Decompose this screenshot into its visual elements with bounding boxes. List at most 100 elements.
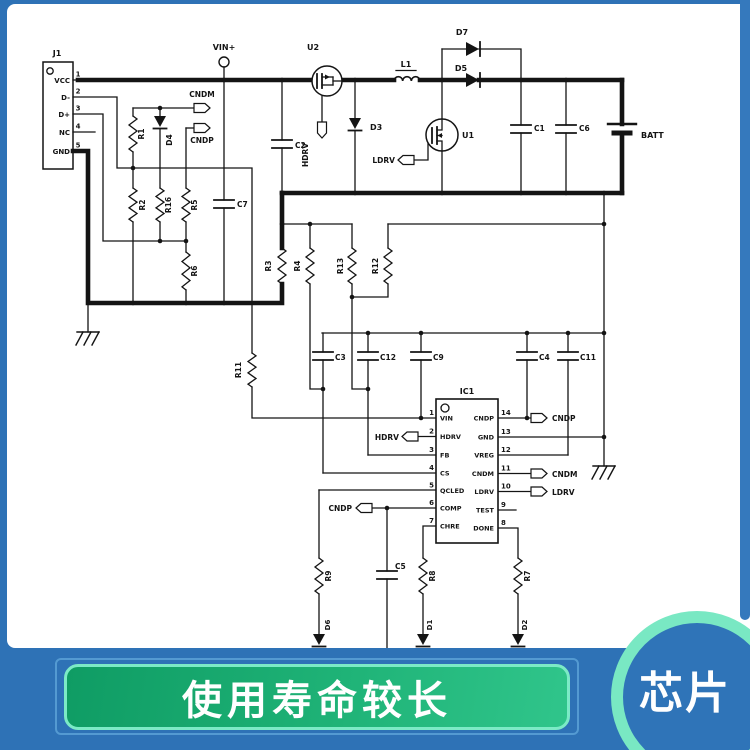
junction-dot <box>439 77 445 83</box>
resistor-symbol <box>304 247 316 285</box>
label-cndp: CNDP <box>190 136 214 145</box>
junction-dot <box>183 300 189 306</box>
label-name: LDRV <box>474 488 494 496</box>
junction-dot <box>601 190 607 196</box>
label-n: 11 <box>501 465 511 473</box>
label-n: 12 <box>501 446 511 454</box>
junction-dot <box>157 105 163 111</box>
resistor-symbol <box>276 247 288 285</box>
chip-badge: 芯片 <box>611 611 750 750</box>
diode-icon <box>417 634 429 645</box>
label-r9: R9 <box>324 571 333 582</box>
label-n: 3 <box>76 105 81 113</box>
label-hdrv: HDRV <box>301 143 310 167</box>
label-ref: J1 <box>52 49 62 58</box>
resistor-symbol <box>180 187 192 223</box>
label-ldrv: LDRV <box>552 488 575 497</box>
net-flag-icon <box>193 102 211 114</box>
banner-panel <box>55 658 579 735</box>
label-name: CNDP <box>474 414 495 422</box>
junction-dot <box>524 330 530 336</box>
label-c12: C12 <box>380 353 396 362</box>
ground-icon <box>83 331 92 346</box>
label-n: 5 <box>429 482 434 490</box>
label-d6: D6 <box>324 620 332 631</box>
right-edge-strip <box>740 0 750 620</box>
junction-dot <box>279 221 285 227</box>
junction-dot <box>563 77 569 83</box>
label-r4: R4 <box>293 261 302 272</box>
diode-icon <box>466 73 479 87</box>
label-name: FB <box>440 451 449 459</box>
label-n: 10 <box>501 483 511 491</box>
label-name: D+ <box>58 111 70 119</box>
label-name: DONE <box>473 524 494 532</box>
junction-dot <box>352 190 358 196</box>
label-n: 7 <box>429 517 434 525</box>
label-batt: BATT <box>641 131 664 140</box>
junction-dot <box>524 415 530 421</box>
label-r8: R8 <box>428 571 437 582</box>
mosfet-arrow-icon <box>437 133 442 138</box>
resistor-symbol <box>154 187 166 223</box>
junction-dot <box>384 505 390 511</box>
label-name: COMP <box>440 504 462 512</box>
label-name: NC <box>59 129 70 137</box>
resistor-symbol <box>382 247 394 285</box>
wire <box>497 527 519 559</box>
inductor-l1-icon <box>393 75 421 82</box>
label-name: VREG <box>474 451 494 459</box>
banner-text: 使用寿命较长 <box>182 678 452 724</box>
net-flag-icon <box>193 122 211 134</box>
junction-dot <box>320 386 326 392</box>
net-flag-icon <box>355 502 373 514</box>
wire <box>436 140 443 152</box>
label-name: D- <box>61 94 70 102</box>
ground-icon <box>599 465 608 480</box>
label-u1: U1 <box>462 131 474 140</box>
feature-banner: 使用寿命较长 <box>64 664 570 730</box>
label-n: 1 <box>429 409 434 417</box>
label-name: GND <box>53 148 71 156</box>
label-d3: D3 <box>370 123 382 132</box>
label-c5: C5 <box>395 562 406 571</box>
vin-terminal-icon <box>218 56 230 68</box>
ground-icon <box>591 465 600 480</box>
junction-dot <box>365 330 371 336</box>
wire <box>72 113 187 242</box>
label-n: 2 <box>76 88 81 96</box>
label-d2: D2 <box>521 620 529 631</box>
ground-icon <box>607 465 616 480</box>
diode-icon <box>466 42 479 56</box>
resistor-symbol <box>127 115 139 153</box>
label-c6: C6 <box>579 124 590 133</box>
junction-dot <box>418 330 424 336</box>
label-cndp: CNDP <box>328 504 352 513</box>
label-n: 5 <box>76 142 81 150</box>
label-r7: R7 <box>523 571 532 582</box>
resistor-symbol <box>180 251 192 291</box>
junction-dot <box>279 77 285 83</box>
junction-dot <box>518 77 524 83</box>
label-c1: C1 <box>534 124 545 133</box>
junction-dot <box>601 221 607 227</box>
net-flag-icon <box>530 412 548 424</box>
label-d4: D4 <box>165 134 174 145</box>
label-name: VIN <box>440 414 453 422</box>
diode-icon <box>154 116 166 127</box>
label-r3: R3 <box>264 261 273 272</box>
label-d5: D5 <box>455 64 468 73</box>
junction-dot <box>352 77 358 83</box>
label-c11: C11 <box>580 353 596 362</box>
junction-dot <box>349 294 355 300</box>
resistor-symbol <box>313 557 325 595</box>
connector-pin1-mark <box>46 67 54 75</box>
label-hdrv: HDRV <box>375 433 399 442</box>
label-ldrv: LDRV <box>372 156 395 165</box>
label-c7: C7 <box>237 200 248 209</box>
junction-dot <box>221 77 227 83</box>
diode-icon <box>512 634 524 645</box>
net-flag-icon <box>530 486 548 497</box>
label-r12: R12 <box>371 258 380 274</box>
